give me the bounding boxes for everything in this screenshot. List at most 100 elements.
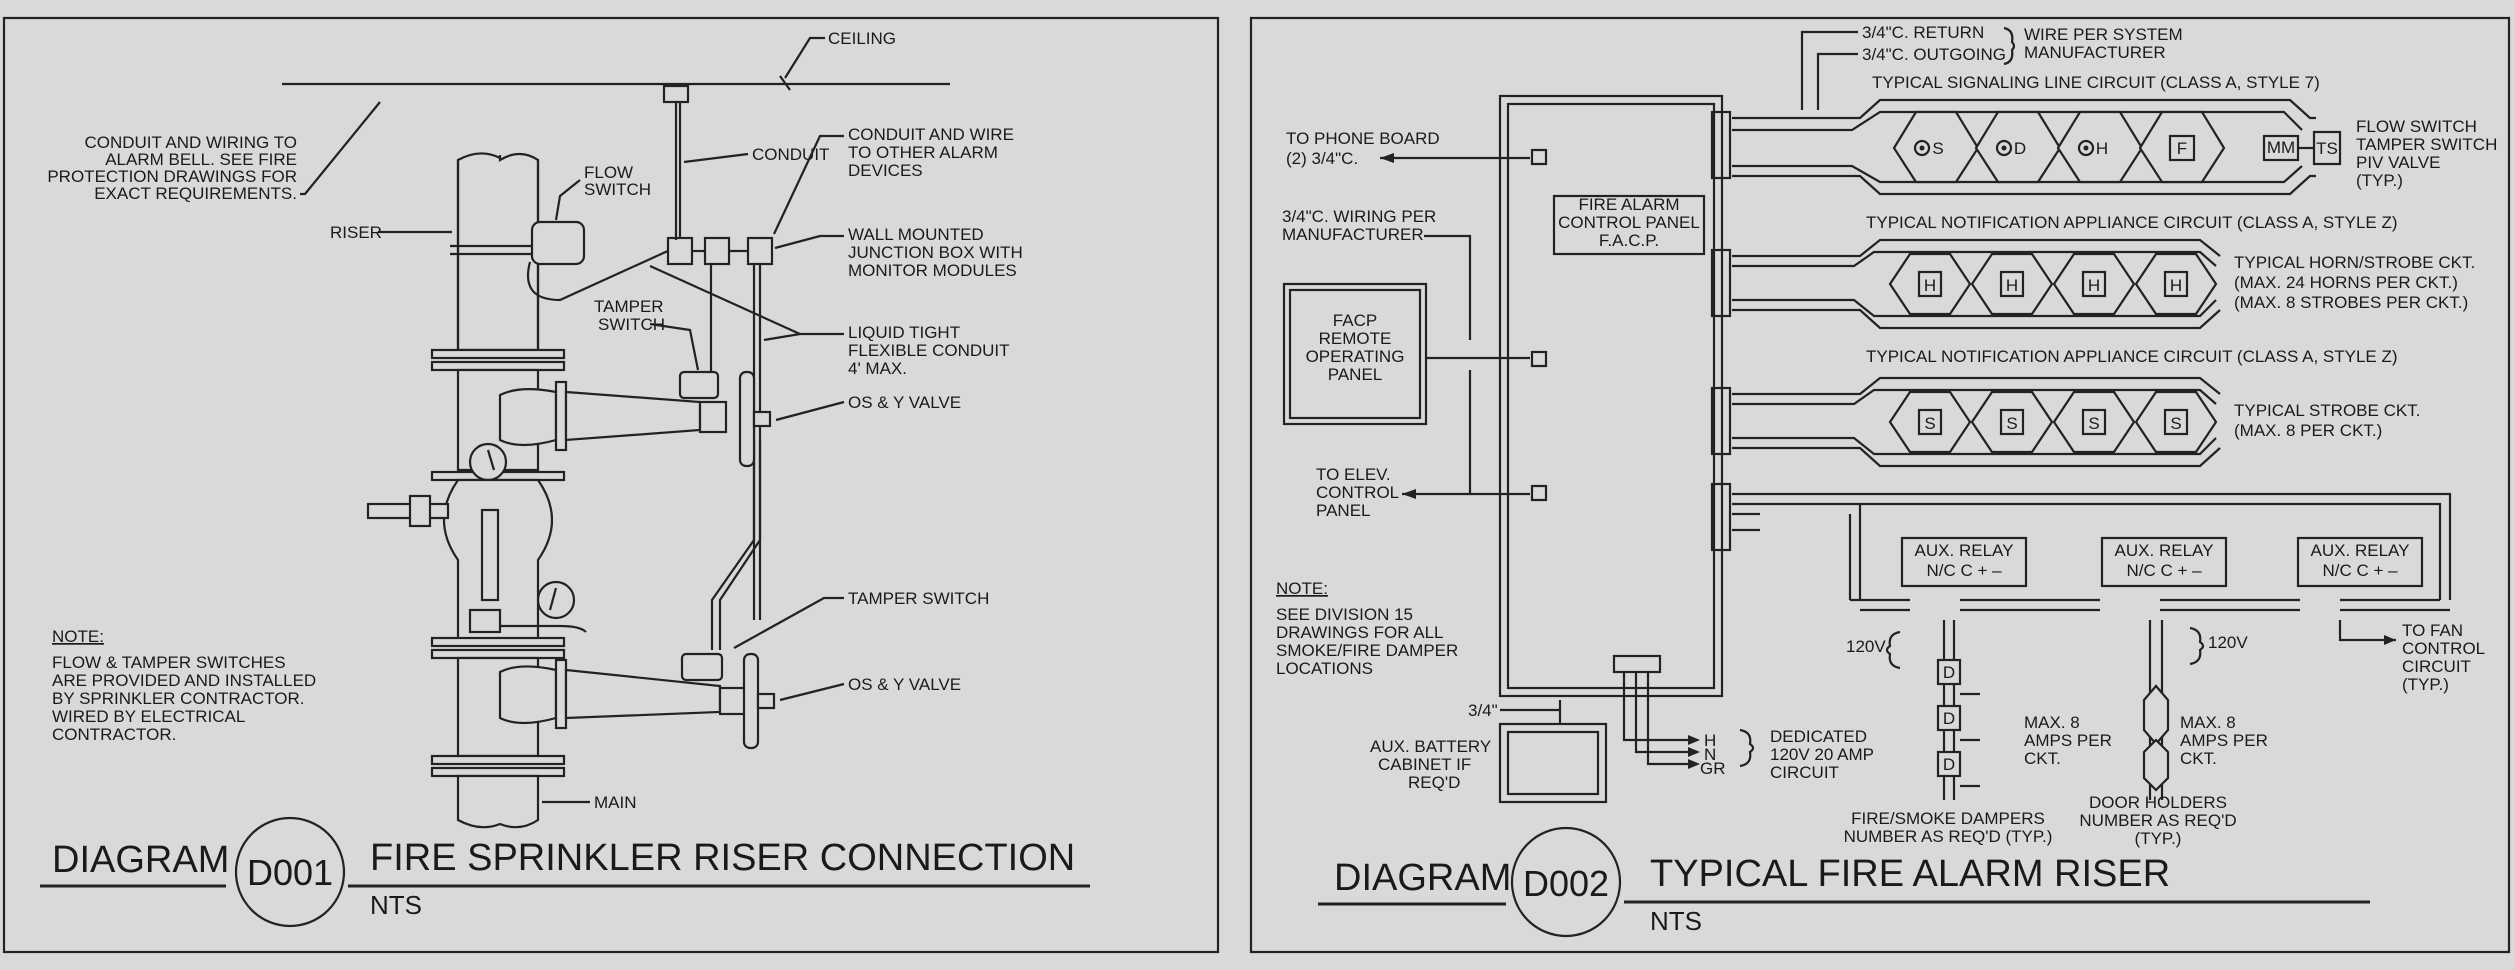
outgoing-label: 3/4"C. OUTGOING [1862, 45, 2006, 64]
door-holder-2 [2142, 738, 2170, 792]
d001-note-title: NOTE: [52, 627, 104, 646]
aux-relay-label: AUX. RELAY [2115, 541, 2214, 560]
riser-label: RISER [330, 223, 382, 242]
terminal-strip-nac1 [1710, 248, 1732, 318]
conduit-other-line1: CONDUIT AND WIRE [848, 125, 1014, 144]
fan-line1: TO FAN [2402, 621, 2463, 640]
nac1-device-label: H [1924, 276, 1936, 295]
aux-relay-box [1900, 536, 2028, 588]
os-y-handwheel-top [738, 370, 756, 468]
d002-note-line1: SEE DIVISION 15 [1276, 605, 1413, 624]
phone-board-line1: TO PHONE BOARD [1286, 129, 1440, 148]
conduit-bell-line4: EXACT REQUIREMENTS. [94, 184, 297, 203]
slc-title: TYPICAL SIGNALING LINE CIRCUIT (CLASS A,… [1872, 73, 2320, 92]
d002-note-line2: DRAWINGS FOR ALL [1276, 623, 1444, 642]
slc-device-f [2168, 134, 2196, 162]
flex-conduit-lower [718, 440, 762, 650]
nac2-device [1999, 408, 2025, 436]
liquid-tight-line3: 4' MAX. [848, 359, 907, 378]
dedicated-line3: CIRCUIT [1770, 763, 1839, 782]
d001-title-circle [234, 816, 346, 928]
junction-box-1 [666, 236, 694, 266]
slc-device-dot [2077, 139, 2095, 157]
junction-box-2 [703, 236, 731, 266]
hng-h: H [1704, 731, 1716, 750]
nac2-title: TYPICAL NOTIFICATION APPLIANCE CIRCUIT (… [1866, 347, 2398, 366]
conduit-bell-line3: PROTECTION DRAWINGS FOR [47, 167, 297, 186]
terminal-strip-slc [1710, 110, 1732, 180]
remote-panel-line4: PANEL [1328, 365, 1383, 384]
wiring-mfr-line1b: MANUFACTURER [1282, 225, 1424, 244]
d001-scale: NTS [370, 890, 422, 920]
nac1-title: TYPICAL NOTIFICATION APPLIANCE CIRCUIT (… [1866, 213, 2398, 232]
gauge-bottom [536, 580, 576, 620]
os-y-top-label: OS & Y VALVE [848, 393, 961, 412]
panel-d002: 3/4"C. RETURN 3/4"C. OUTGOING WIRE PER S… [1249, 16, 2511, 954]
d002-note-title: NOTE: [1276, 579, 1328, 598]
slc-device-label: H [2096, 139, 2108, 158]
nac1-device-label: H [2006, 276, 2018, 295]
slc-device-center [1919, 145, 1925, 151]
door-holders-line3: (TYP.) [2135, 829, 2182, 848]
d001-note-line1: FLOW & TAMPER SWITCHES [52, 653, 286, 672]
tamper-top-line2: SWITCH [598, 315, 665, 334]
facp-line3: F.A.C.P. [1599, 231, 1659, 250]
riser-pipe-top [456, 152, 540, 352]
amps-right-line3: CKT. [2180, 749, 2217, 768]
d001-note-line5: CONTRACTOR. [52, 725, 176, 744]
fan-line2: CONTROL [2402, 639, 2485, 658]
aux-relay-box [2100, 536, 2228, 588]
slc-device-label: S [1932, 139, 1943, 158]
slc-device-label: F [2177, 139, 2187, 158]
liquid-tight-line2: FLEXIBLE CONDUIT [848, 341, 1010, 360]
damper-box [1936, 704, 1962, 732]
terminal-remote [1530, 350, 1548, 368]
battery-line3: REQ'D [1408, 773, 1460, 792]
nac2-device [2081, 408, 2107, 436]
horn-strobe-line1: TYPICAL HORN/STROBE CKT. [2234, 253, 2475, 272]
tamper-top-line1: TAMPER [594, 297, 664, 316]
door-holder-1 [2142, 684, 2170, 746]
damper-label: D [1943, 755, 1955, 774]
nac1-device [1917, 270, 1943, 298]
nac1-device [2081, 270, 2107, 298]
aux-relay-terminals: N/C C + – [2126, 561, 2202, 580]
nac2-device [2163, 408, 2189, 436]
phone-board-line2: (2) 3/4"C. [1286, 149, 1358, 168]
d002-note-line3: SMOKE/FIRE DAMPER [1276, 641, 1458, 660]
dampers-caption2: NUMBER AS REQ'D (TYP.) [1844, 827, 2053, 846]
nac2-device-label: S [2006, 414, 2017, 433]
remote-panel-line3: OPERATING [1306, 347, 1405, 366]
aux-relay-terminals: N/C C + – [1926, 561, 2002, 580]
flow-tamper-line3: PIV VALVE [2356, 153, 2440, 172]
flow-tamper-line4: (TYP.) [2356, 171, 2403, 190]
aux-relay-box [2296, 536, 2424, 588]
slc-loop: MM TS FLOW SWITCH TAMPER SWITCH PIV VALV… [1732, 98, 2497, 196]
amps-left-line3: CKT. [2024, 749, 2061, 768]
junction-box-3 [746, 236, 774, 266]
ceiling-leader [784, 36, 825, 79]
damper-stack: DDD [1936, 658, 1980, 788]
d001-title-text: FIRE SPRINKLER RISER CONNECTION [370, 837, 1075, 879]
facp-line1: FIRE ALARM [1578, 195, 1679, 214]
terminal-strip-aux [1710, 482, 1732, 552]
d001-title-code: D001 [247, 852, 333, 893]
riser-pipe-bottom [456, 774, 540, 829]
three-quarter-label: 3/4" [1468, 701, 1498, 720]
elev-line3: PANEL [1316, 501, 1371, 520]
flow-switch-line2: SWITCH [584, 180, 651, 199]
aux-relay-terminals: N/C C + – [2322, 561, 2398, 580]
door-holders-line1: DOOR HOLDERS [2089, 793, 2227, 812]
os-y-bottom-label: OS & Y VALVE [848, 675, 961, 694]
slc-device-center [2083, 145, 2089, 151]
slc-device-center [2001, 145, 2007, 151]
dedicated-line1: DEDICATED [1770, 727, 1867, 746]
facp-line2: CONTROL PANEL [1558, 213, 1700, 232]
tamper-switch-top [678, 370, 720, 400]
tamper-switch-bottom [680, 652, 724, 682]
aux-relay-label: AUX. RELAY [2311, 541, 2410, 560]
